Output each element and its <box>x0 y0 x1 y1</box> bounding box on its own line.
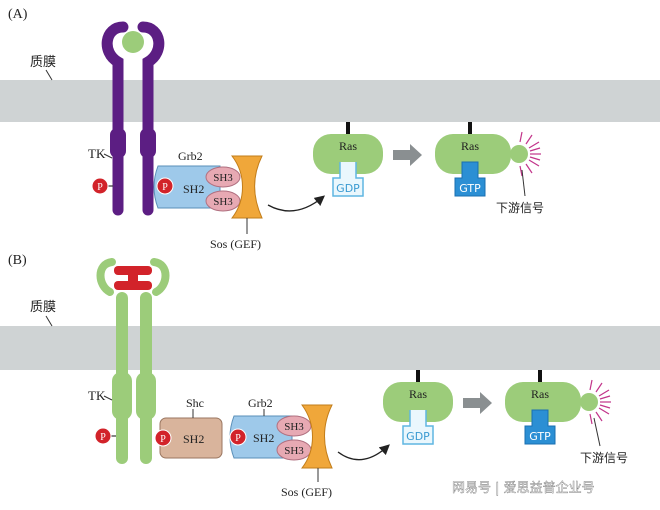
signal-burst-b <box>589 379 611 425</box>
sos-label: Sos (GEF) <box>210 237 261 251</box>
sh3-domain <box>205 166 241 188</box>
phospho-group <box>229 428 247 446</box>
ras-label: Ras <box>461 139 479 153</box>
phospho-label: P <box>160 434 166 445</box>
grb2-protein <box>229 415 293 459</box>
sos-gef <box>300 404 333 469</box>
plasma-membrane-a <box>0 80 660 122</box>
membrane-label-b: 质膜 <box>30 300 56 315</box>
ras-label: Ras <box>339 139 357 153</box>
downstream-label-b: 下游信号 <box>580 451 628 465</box>
panel-a: (A) 质膜 TK P P Grb2 SH2 SH3 SH3 So <box>0 7 660 251</box>
grb2-label: Grb2 <box>248 396 273 410</box>
phospho-group <box>91 177 109 195</box>
phospho-group <box>156 177 174 195</box>
sh2-label: SH2 <box>183 432 204 446</box>
ras-gtp <box>435 134 511 174</box>
ligand-a <box>122 31 144 53</box>
panel-b: (B) 质膜 TK P P Shc SH2 P G <box>0 253 660 499</box>
ras-label: Ras <box>531 387 549 401</box>
tk-leader-a <box>103 153 113 159</box>
phospho-label: P <box>97 182 103 193</box>
gdp-label: GDP <box>336 182 360 195</box>
sh3-label: SH3 <box>284 421 304 433</box>
ras-gtp <box>505 382 581 422</box>
activation-arrow <box>267 195 326 212</box>
grb2-label: Grb2 <box>178 149 203 163</box>
plasma-membrane-b <box>0 326 660 370</box>
activation-arrow <box>337 444 390 461</box>
sh3-label: SH3 <box>284 445 304 457</box>
panel-a-label: (A) <box>8 7 28 22</box>
phospho-label: P <box>235 433 241 444</box>
tk-receptor-b <box>96 258 170 464</box>
tk-label-b: TK <box>88 388 106 403</box>
ras-gdp <box>313 134 383 174</box>
tk-label-a: TK <box>88 146 106 161</box>
phospho-label: P <box>100 432 106 443</box>
membrane-leader-b <box>45 315 53 327</box>
sos-label: Sos (GEF) <box>281 485 332 499</box>
sh3-label: SH3 <box>213 172 233 184</box>
sh2-label: SH2 <box>183 182 204 196</box>
membrane-label-a: 质膜 <box>30 55 56 70</box>
ras-label: Ras <box>409 387 427 401</box>
grb2-protein <box>153 165 221 209</box>
ras-gdp <box>383 382 453 422</box>
phospho-label: P <box>162 182 168 193</box>
membrane-leader-a <box>45 69 53 81</box>
sos-gef <box>230 155 263 219</box>
ligand-b <box>114 266 152 275</box>
gtp-label: GTP <box>459 182 481 195</box>
tk-leader-b <box>103 395 113 401</box>
watermark: 网易号 | 爱思益普企业号 <box>452 480 595 496</box>
sh3-domain <box>205 190 241 212</box>
signal-burst-a <box>519 131 541 177</box>
gdp-label: GDP <box>406 430 430 443</box>
downstream-label-a: 下游信号 <box>496 201 544 215</box>
exchange-arrow <box>393 144 422 166</box>
exchange-arrow <box>463 392 492 414</box>
phospho-group <box>154 429 172 447</box>
phospho-group <box>94 427 112 445</box>
shc-label: Shc <box>186 396 204 410</box>
panel-b-label: (B) <box>8 253 27 268</box>
gtp-label: GTP <box>529 430 551 443</box>
sh3-label: SH3 <box>213 196 233 208</box>
sh2-label: SH2 <box>253 431 274 445</box>
tk-receptor-a <box>101 21 165 216</box>
